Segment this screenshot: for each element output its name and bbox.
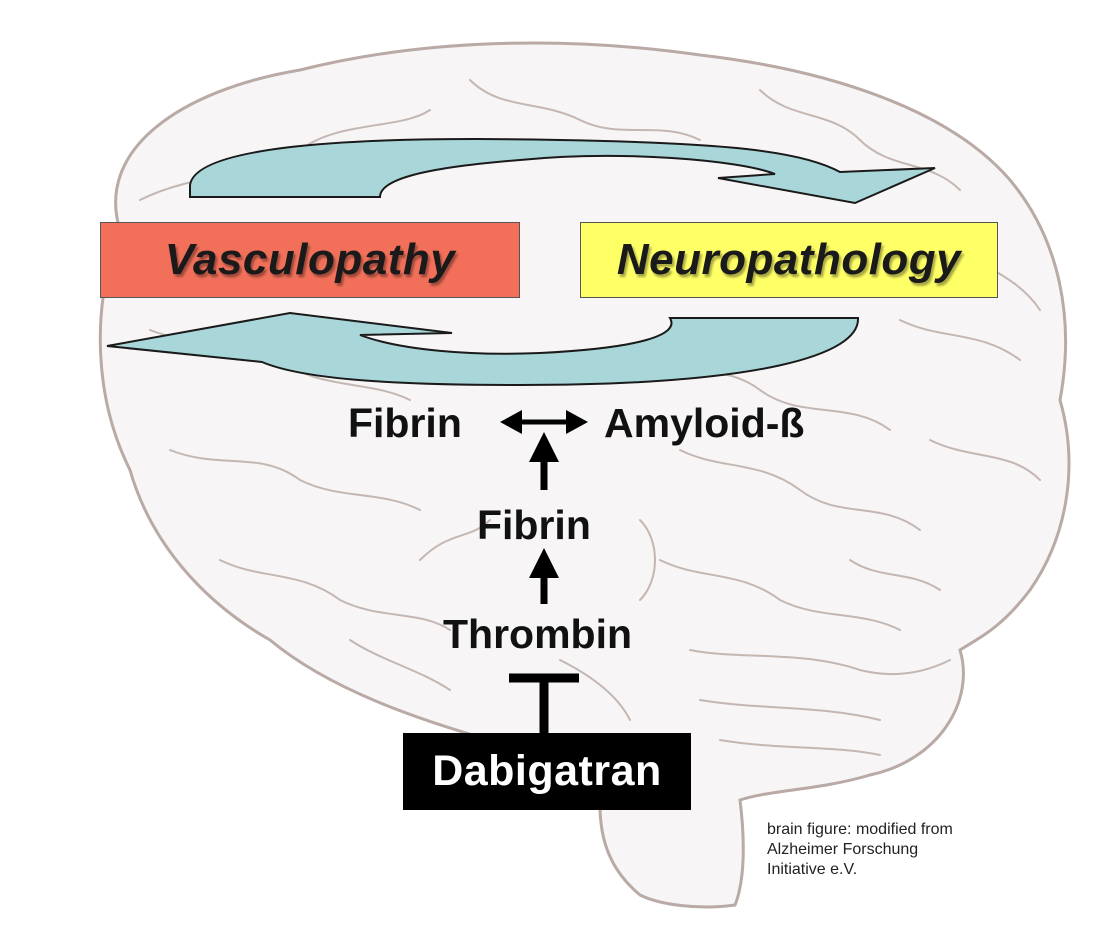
- credit-line-1: brain figure: modified from: [767, 821, 953, 838]
- neuropathology-label: Neuropathology: [616, 235, 962, 284]
- up-arrow-fibrin: [529, 432, 559, 490]
- credit-line-2: Alzheimer Forschung: [767, 841, 919, 858]
- brain-gyri: [139, 79, 1041, 791]
- amyloid-beta-label: Amyloid-ß: [604, 400, 805, 446]
- neuropathology-box: Neuropathology: [580, 222, 998, 298]
- image-credit: brain figure: modified from Alzheimer Fo…: [767, 820, 953, 880]
- bottom-cycle-arrow: [106, 311, 860, 387]
- dabigatran-label: Dabigatran: [432, 747, 662, 795]
- fibrin-label-middle: Fibrin: [477, 502, 591, 548]
- credit-line-3: Initiative e.V.: [767, 861, 858, 878]
- double-arrow: [500, 410, 588, 434]
- inhibition-bar: [509, 673, 579, 736]
- vasculopathy-box: Vasculopathy: [100, 222, 520, 298]
- vasculopathy-label: Vasculopathy: [164, 235, 456, 284]
- fibrin-label-top: Fibrin: [348, 400, 462, 446]
- up-arrow-thrombin: [529, 548, 559, 604]
- top-cycle-arrow: [189, 138, 936, 205]
- thrombin-label: Thrombin: [443, 611, 633, 657]
- dabigatran-box: Dabigatran: [403, 733, 691, 810]
